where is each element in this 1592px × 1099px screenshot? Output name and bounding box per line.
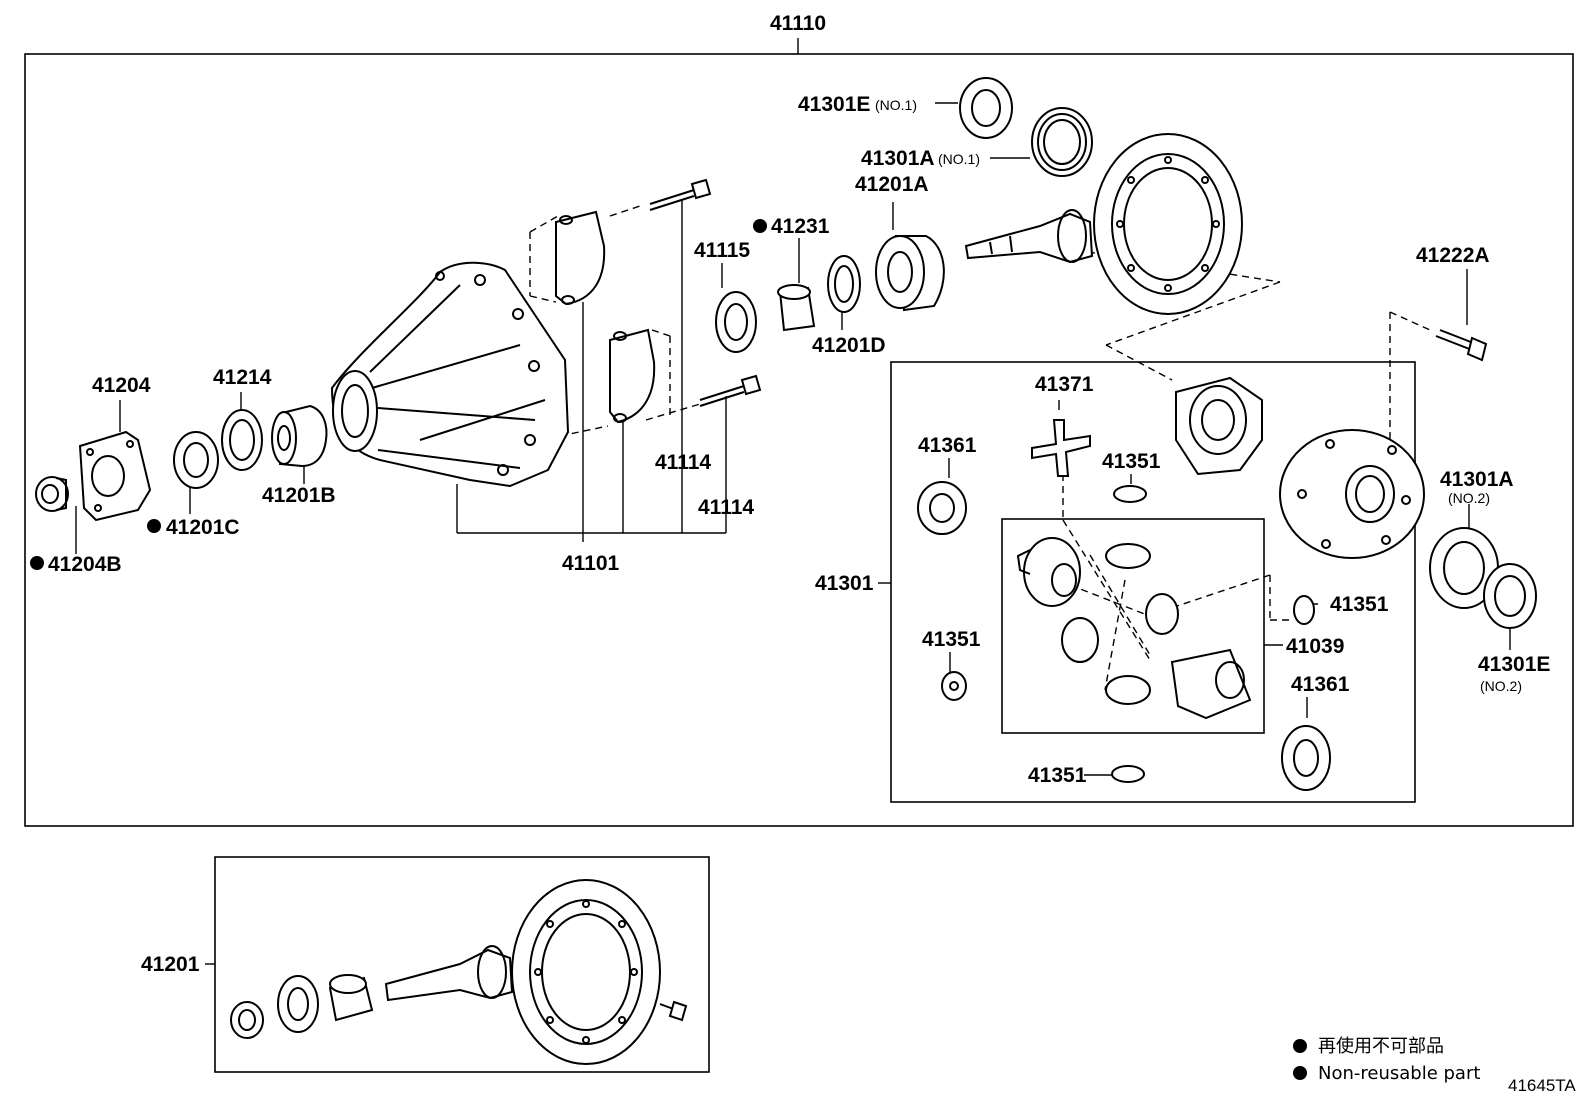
label-41301a-no2: 41301A: [1440, 468, 1514, 491]
cap-bolt-lower: [699, 374, 762, 407]
washer-41214: [221, 409, 263, 471]
label-41231: 41231: [771, 215, 830, 238]
bearing-41301e-no1: [959, 77, 1013, 139]
label-41301a-no1: 41301A: [861, 147, 935, 170]
side-gear-lower: [1170, 648, 1252, 720]
case-half-right: [1279, 429, 1425, 559]
bearing-41301a-no2: [1429, 527, 1499, 609]
label-41301e-no1: 41301E: [798, 93, 870, 116]
label-41114-a: 41114: [655, 451, 711, 474]
washer-41351-upper: [1113, 485, 1147, 503]
label-41361-b: 41361: [1291, 673, 1350, 696]
washer-41201d: [827, 255, 861, 313]
label-41301a-no1-sub: (NO.1): [938, 151, 980, 167]
non-reusable-bullet-41231: [753, 219, 767, 233]
case-subassembly-frame: [890, 361, 1416, 803]
label-41301e-no2-sub: (NO.2): [1480, 678, 1522, 694]
non-reusable-bullet-41204b: [30, 556, 44, 570]
legend-bullet-jp: [1293, 1039, 1307, 1053]
flange-41204: [78, 430, 152, 522]
label-41110: 41110: [770, 12, 826, 35]
spider-41371: [1031, 419, 1091, 477]
legend-bullet-en: [1293, 1066, 1307, 1080]
label-41351-b: 41351: [1330, 593, 1389, 616]
washer-41361-left: [917, 481, 967, 535]
bolt-41222a: [1435, 329, 1488, 362]
bearing-41201b: [271, 404, 328, 468]
label-41115: 41115: [694, 239, 750, 262]
bearing-41301a-no1: [1031, 107, 1093, 177]
nut-41204b: [35, 476, 69, 512]
label-41301e-no1-sub: (NO.1): [875, 97, 917, 113]
pinion-gear-bottom: [1105, 675, 1151, 705]
pinion-gear-right: [1145, 593, 1179, 635]
washer-41351-left: [941, 671, 967, 701]
label-41201c: 41201C: [166, 516, 240, 539]
label-41301: 41301: [815, 572, 874, 595]
ring-gear-bottom: [511, 879, 661, 1065]
pinion-shaft-top: [964, 209, 1094, 264]
label-41114-b: 41114: [698, 496, 754, 519]
gear-set-frame: [1001, 518, 1265, 734]
diagram-code: 41645TA: [1508, 1076, 1576, 1095]
cap-bolt-upper: [649, 178, 712, 211]
legend-text-en: Non-reusable part: [1318, 1063, 1480, 1084]
oil-seal-41115: [715, 291, 757, 353]
label-41222a: 41222A: [1416, 244, 1490, 267]
bearing-cap-lower: [609, 328, 656, 424]
label-41351-c: 41351: [922, 628, 981, 651]
label-41361-a: 41361: [918, 434, 977, 457]
case-half-left: [1175, 376, 1263, 476]
pinion-gear-left: [1061, 617, 1099, 663]
spacer-41231: [777, 284, 816, 332]
washer-41351-bottom: [1111, 765, 1145, 783]
bearing-41201a: [875, 235, 945, 312]
label-41351-a: 41351: [1102, 450, 1161, 473]
label-41204b: 41204B: [48, 553, 122, 576]
pinion-gear-top: [1105, 543, 1151, 569]
bearing-cap-upper: [555, 210, 606, 306]
label-41301a-no2-sub: (NO.2): [1448, 490, 1490, 506]
label-41214: 41214: [213, 366, 272, 389]
leader-lines: [75, 38, 1511, 965]
label-41039: 41039: [1286, 635, 1344, 658]
legend-text-jp: 再使用不可部品: [1318, 1036, 1444, 1057]
pinion-shaft-bottom: [384, 945, 514, 1002]
washer-41351-right: [1293, 595, 1315, 625]
label-41201d: 41201D: [812, 334, 886, 357]
label-41201: 41201: [141, 953, 200, 976]
label-41201a: 41201A: [855, 173, 929, 196]
ring-gear-top: [1093, 133, 1243, 315]
nut-ring-pinion: [230, 1001, 264, 1039]
non-reusable-bullet-41201c: [147, 519, 161, 533]
side-gear-upper: [1016, 537, 1081, 607]
label-41204: 41204: [92, 374, 151, 397]
main-assembly-frame: [24, 53, 1574, 827]
label-41351-d: 41351: [1028, 764, 1087, 787]
washer-41361-right: [1281, 725, 1331, 791]
label-41201b: 41201B: [262, 484, 336, 507]
bearing-41301e-no2: [1483, 563, 1537, 629]
carrier-housing: [330, 261, 570, 488]
oil-seal-41201c: [173, 431, 219, 489]
spacer-ring-pinion: [328, 974, 374, 1022]
label-41371: 41371: [1035, 373, 1094, 396]
label-41301e-no2: 41301E: [1478, 653, 1550, 676]
ring-gear-bolt: [659, 1000, 688, 1022]
label-41101: 41101: [562, 552, 620, 575]
bearing-ring-pinion-left: [277, 975, 319, 1033]
